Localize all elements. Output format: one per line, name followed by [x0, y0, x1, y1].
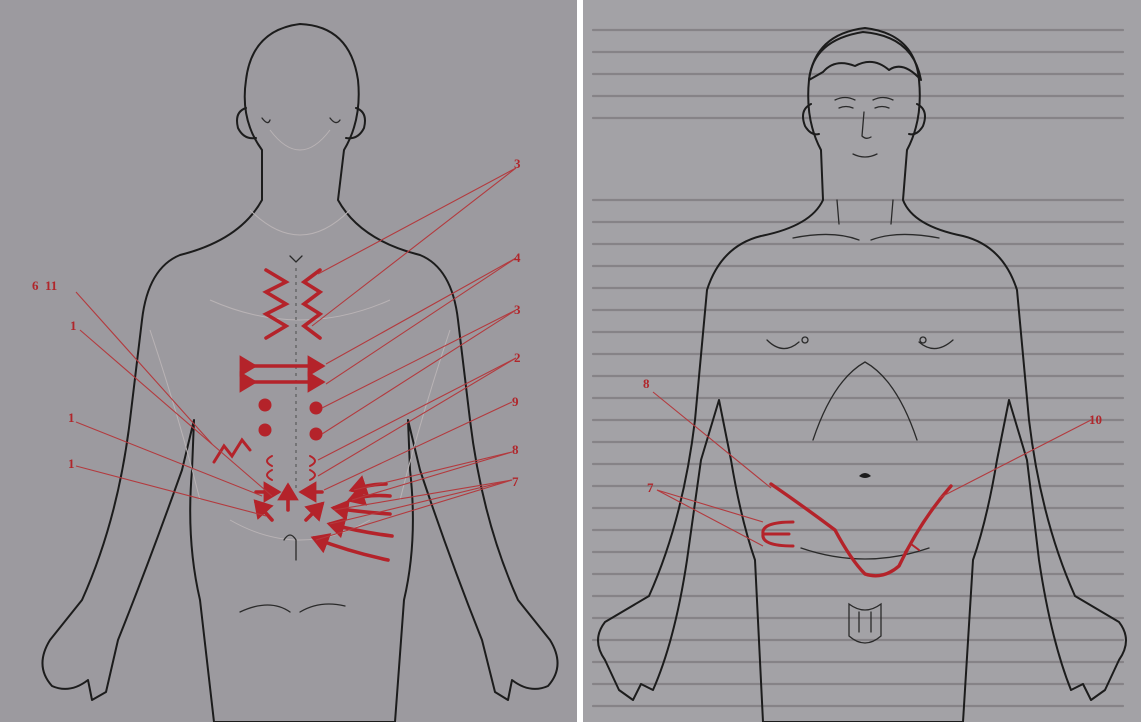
label-7: 7	[512, 474, 519, 489]
page-background	[583, 0, 1141, 722]
label-8: 8	[512, 442, 519, 457]
label-4: 4	[514, 250, 521, 265]
label-1-c: 1	[68, 456, 75, 471]
label-8: 8	[643, 376, 650, 391]
label-6-11: 6 11	[32, 278, 57, 293]
back-view-illustration: 3 6 11 4 3 1 2 9 1 8 1 7	[0, 0, 577, 722]
front-view-illustration: 8 10 7	[583, 0, 1141, 722]
dot-left-1	[259, 399, 272, 412]
label-1-a: 1	[70, 318, 77, 333]
label-7: 7	[647, 480, 654, 495]
label-3: 3	[514, 302, 521, 317]
front-view-figure: 8 10 7	[583, 0, 1141, 722]
label-9: 9	[512, 394, 519, 409]
label-1-b: 1	[68, 410, 75, 425]
dot-left-2	[259, 424, 272, 437]
page-background	[0, 0, 577, 722]
dot-right-2	[310, 428, 323, 441]
dot-right-1	[310, 402, 323, 415]
label-3-upper: 3	[514, 156, 521, 171]
label-10: 10	[1089, 412, 1102, 427]
back-view-figure: 3 6 11 4 3 1 2 9 1 8 1 7	[0, 0, 577, 722]
label-2: 2	[514, 350, 521, 365]
